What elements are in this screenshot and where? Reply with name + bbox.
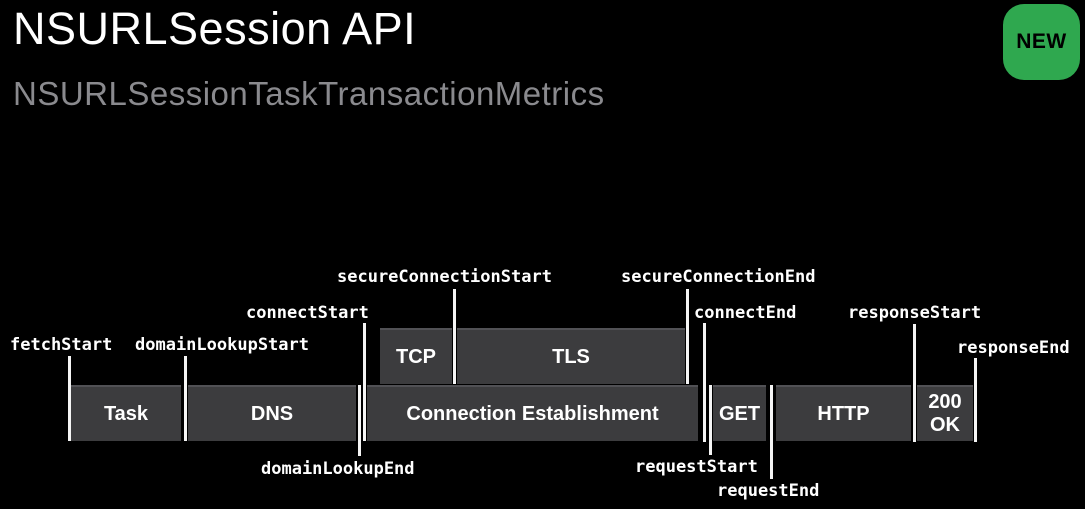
responseend-line [974, 358, 977, 442]
phase-status-200-ok-label: 200 OK [928, 391, 962, 436]
phase-connection-establishment-label: Connection Establishment [406, 402, 659, 425]
phase-dns-label: DNS [250, 402, 294, 425]
phase-dns: DNS [188, 385, 356, 441]
connectend-line [703, 323, 706, 442]
phase-get: GET [713, 385, 766, 441]
domainlookupstart-line [184, 356, 187, 441]
phase-get-label: GET [718, 402, 761, 425]
phase-http: HTTP [776, 385, 911, 441]
secureconnectionend-label: secureConnectionEnd [621, 267, 816, 287]
connectstart-line [363, 323, 366, 441]
domainlookupstart-label: domainLookupStart [135, 335, 309, 355]
responsestart-label: responseStart [848, 303, 982, 323]
requeststart-line [709, 385, 712, 455]
requeststart-label: requestStart [635, 457, 758, 477]
fetchstart-line [68, 356, 71, 441]
phase-task: Task [71, 385, 181, 441]
phase-status-200-ok: 200 OK [917, 385, 973, 441]
phase-tls: TLS [457, 328, 685, 384]
phase-task-label: Task [103, 402, 149, 425]
requestend-line [770, 385, 773, 479]
secureconnectionstart-label: secureConnectionStart [337, 267, 552, 287]
secureconnectionend-line [686, 289, 689, 384]
secureconnectionstart-line [453, 289, 456, 384]
domainlookupend-line [358, 385, 361, 456]
phase-http-label: HTTP [817, 402, 870, 425]
domainlookupend-label: domainLookupEnd [261, 459, 415, 479]
phase-tls-label: TLS [552, 345, 590, 368]
fetchstart-label: fetchStart [10, 335, 113, 355]
phase-tcp: TCP [380, 328, 452, 384]
phase-tcp-label: TCP [396, 345, 436, 368]
responseend-label: responseEnd [957, 338, 1070, 358]
new-badge: NEW [1003, 4, 1080, 80]
connectstart-label: connectStart [246, 303, 369, 323]
requestend-label: requestEnd [717, 481, 820, 501]
responsestart-line [913, 324, 916, 442]
connectend-label: connectEnd [694, 303, 797, 323]
new-badge-label: NEW [1016, 30, 1067, 53]
phase-connection-establishment: Connection Establishment [367, 385, 698, 441]
page-subtitle: NSURLSessionTaskTransactionMetrics [13, 75, 605, 112]
page-title: NSURLSession API [13, 3, 417, 54]
